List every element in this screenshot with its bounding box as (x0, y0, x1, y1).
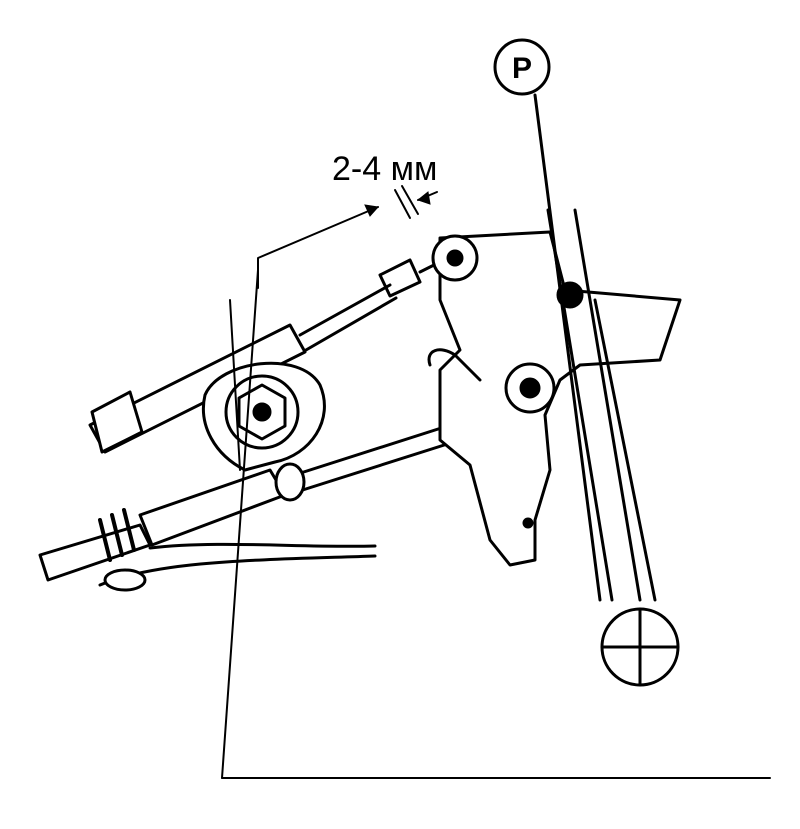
position-callout: P (493, 38, 551, 96)
clearance-label: 2-4 мм (332, 150, 437, 188)
reference-leader (221, 269, 771, 779)
selector-rod (533, 93, 657, 602)
position-marker-label: P (512, 52, 532, 85)
center-bracket (202, 299, 326, 472)
crosshair-knob (600, 607, 680, 687)
lever-plate (427, 230, 682, 567)
lower-cable-assembly (38, 420, 462, 592)
